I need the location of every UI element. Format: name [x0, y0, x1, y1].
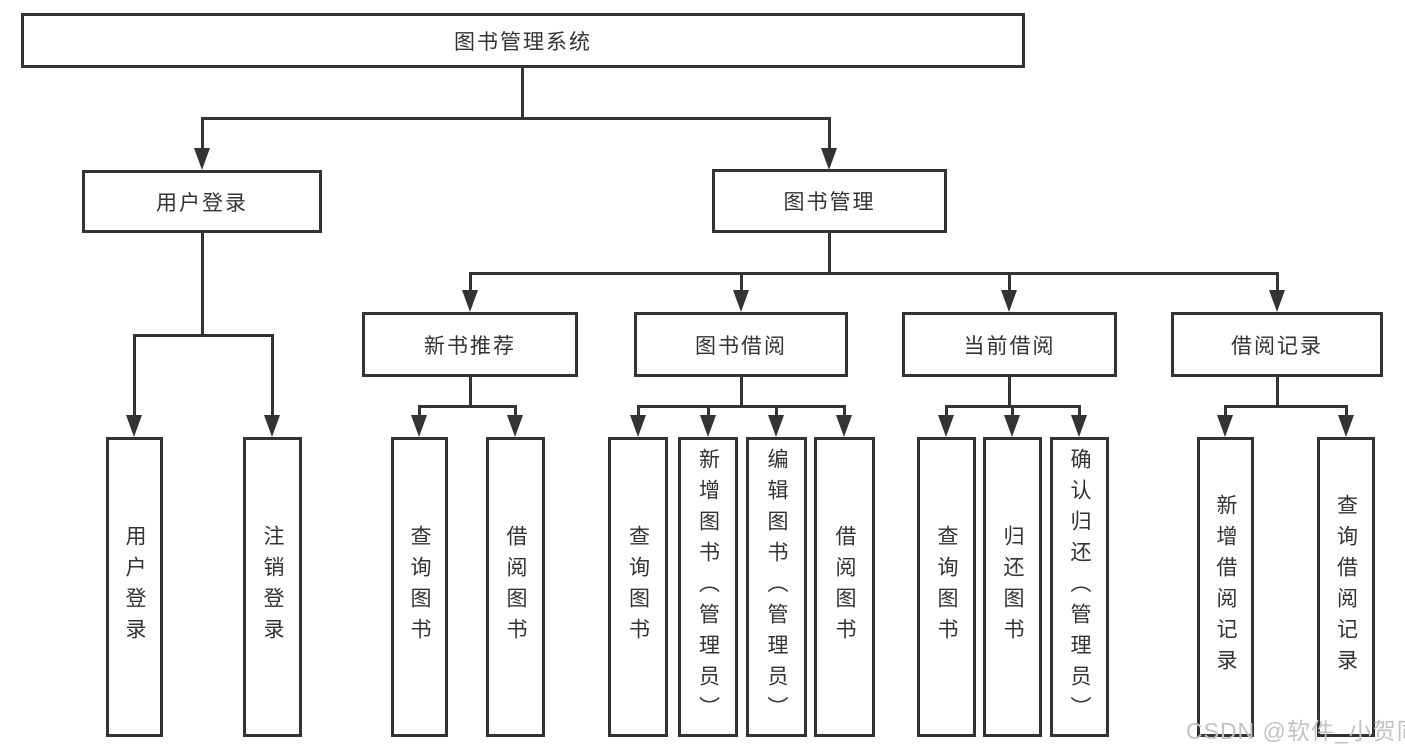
connector-line: [1008, 377, 1011, 408]
connector-line: [740, 272, 743, 292]
connector-arrowhead: [507, 415, 523, 437]
connector-arrowhead: [938, 415, 954, 437]
connector-line: [469, 272, 1278, 275]
connector-line: [775, 405, 778, 417]
connector-line: [945, 405, 948, 417]
leaf-label: 借阅图书: [504, 525, 527, 649]
connector-line: [201, 117, 204, 150]
connector-line: [469, 377, 472, 408]
connector-arrowhead: [126, 415, 142, 437]
node-book-borrowing: 图书借阅: [634, 312, 848, 377]
leaf-label: 用户登录: [123, 525, 146, 649]
watermark: CSDN @软件_小贺同学: [1186, 718, 1405, 744]
leaf-query-borrow-record: 查询借阅记录: [1317, 437, 1375, 737]
connector-line: [1008, 272, 1011, 292]
leaf-query-books-current: 查询图书: [917, 437, 976, 737]
connector-line: [514, 405, 517, 417]
node-new-book-recommend: 新书推荐: [362, 312, 578, 377]
connector-arrowhead: [700, 415, 716, 437]
connector-line: [707, 405, 710, 417]
leaf-label: 新增图书（管理员）: [696, 447, 720, 727]
connector-line: [740, 377, 743, 408]
connector-arrowhead: [411, 415, 427, 437]
leaf-add-borrow-record: 新增借阅记录: [1197, 437, 1254, 737]
leaf-borrow-books-recommend: 借阅图书: [486, 437, 545, 737]
connector-line: [828, 233, 831, 274]
leaf-label: 借阅图书: [833, 525, 856, 649]
connector-arrowhead: [194, 148, 210, 170]
leaf-label: 查询图书: [626, 525, 650, 649]
connector-arrowhead: [630, 415, 646, 437]
connector-line: [201, 117, 831, 120]
connector-line: [1224, 405, 1347, 408]
connector-line: [133, 334, 274, 337]
leaf-confirm-return-admin: 确认归还（管理员）: [1050, 437, 1109, 737]
leaf-label: 新增借阅记录: [1214, 494, 1237, 680]
connector-line: [201, 233, 204, 336]
connector-line: [271, 334, 274, 417]
leaf-label: 注销登录: [261, 525, 284, 649]
leaf-label: 查询图书: [935, 525, 958, 649]
leaf-label: 归还图书: [1001, 525, 1024, 649]
connector-arrowhead: [821, 148, 837, 170]
leaf-borrow-books: 借阅图书: [814, 437, 875, 737]
node-book-management: 图书管理: [712, 169, 947, 233]
connector-arrowhead: [733, 290, 749, 312]
leaf-add-books-admin: 新增图书（管理员）: [678, 437, 738, 737]
leaf-label: 编辑图书（管理员）: [765, 447, 788, 727]
leaf-label: 查询图书: [408, 525, 431, 649]
node-user-login: 用户登录: [82, 170, 322, 233]
connector-line: [521, 68, 524, 118]
connector-line: [1276, 272, 1279, 292]
node-current-borrowing: 当前借阅: [902, 312, 1117, 377]
connector-line: [1276, 377, 1279, 408]
node-borrowing-records: 借阅记录: [1171, 312, 1383, 377]
connector-arrowhead: [264, 415, 280, 437]
connector-line: [828, 117, 831, 150]
connector-arrowhead: [1217, 415, 1233, 437]
node-root: 图书管理系统: [21, 13, 1025, 68]
connector-line: [637, 405, 846, 408]
connector-arrowhead: [836, 415, 852, 437]
connector-line: [418, 405, 517, 408]
connector-arrowhead: [1338, 415, 1354, 437]
leaf-edit-books-admin: 编辑图书（管理员）: [746, 437, 807, 737]
leaf-logout: 注销登录: [243, 437, 302, 737]
leaf-label: 确认归还（管理员）: [1068, 447, 1091, 727]
connector-line: [133, 334, 136, 417]
connector-arrowhead: [1071, 415, 1087, 437]
leaf-label: 查询借阅记录: [1334, 494, 1358, 680]
leaf-user-login: 用户登录: [106, 437, 163, 737]
connector-arrowhead: [768, 415, 784, 437]
connector-line: [843, 405, 846, 417]
connector-line: [1345, 405, 1348, 417]
connector-line: [418, 405, 421, 417]
connector-line: [1011, 405, 1014, 417]
connector-arrowhead: [462, 290, 478, 312]
leaf-return-books: 归还图书: [983, 437, 1042, 737]
connector-line: [637, 405, 640, 417]
connector-line: [1078, 405, 1081, 417]
connector-line: [1224, 405, 1227, 417]
leaf-query-books-recommend: 查询图书: [391, 437, 448, 737]
leaf-query-books-borrowing: 查询图书: [608, 437, 668, 737]
connector-line: [469, 272, 472, 292]
connector-arrowhead: [1269, 290, 1285, 312]
connector-arrowhead: [1001, 290, 1017, 312]
connector-arrowhead: [1004, 415, 1020, 437]
